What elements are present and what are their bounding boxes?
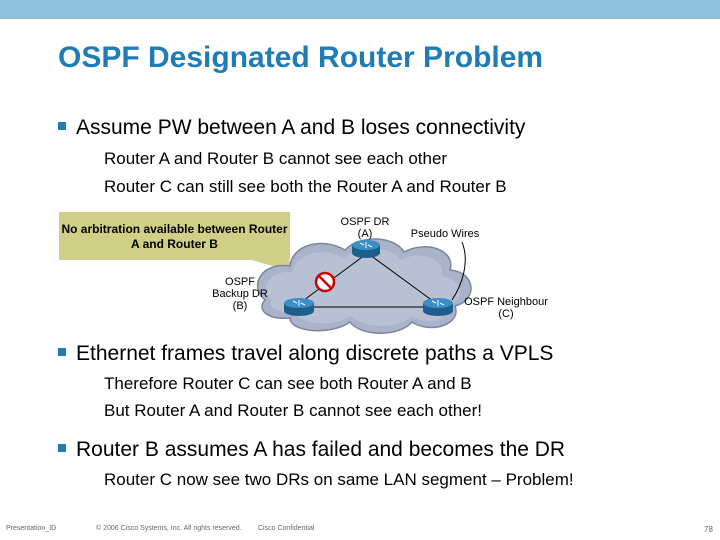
footer-copyright: © 2006 Cisco Systems, Inc. All rights re… [96, 525, 242, 532]
router-a-icon [352, 240, 380, 258]
router-b-label: OSPF Backup DR (B) [212, 276, 268, 312]
bullet-3: Router B assumes A has failed and become… [58, 438, 565, 462]
pseudo-wire-a-c [369, 254, 438, 305]
footer-page-number: 78 [704, 525, 713, 534]
router-c-icon [423, 298, 453, 316]
footer: Presentation_ID © 2006 Cisco Systems, In… [0, 519, 720, 540]
router-a-label: OSPF DR (A) [340, 216, 390, 240]
bullet-2: Ethernet frames travel along discrete pa… [58, 342, 553, 366]
bullet-1: Assume PW between A and B loses connecti… [58, 116, 525, 140]
bullet-3-sub-1: Router C now see two DRs on same LAN seg… [104, 470, 574, 489]
footer-confidential: Cisco Confidential [258, 525, 315, 532]
arbitration-callout: No arbitration available between Router … [59, 212, 290, 260]
bullet-1-sub-2: Router C can still see both the Router A… [104, 177, 507, 196]
pseudo-wires-pointer [451, 241, 466, 301]
pseudo-wires-label: Pseudo Wires [410, 228, 480, 240]
bullet-marker [58, 444, 66, 453]
bullet-marker [58, 122, 66, 131]
bullet-2-text: Ethernet frames travel along discrete pa… [76, 342, 554, 365]
network-diagram [245, 238, 472, 334]
bullet-2-sub-2: But Router A and Router B cannot see eac… [104, 401, 483, 420]
bullet-1-sub-1: Router A and Router B cannot see each ot… [104, 149, 448, 168]
router-b-icon [284, 298, 314, 316]
no-connectivity-icon [314, 271, 336, 293]
bullet-3-text: Router B assumes A has failed and become… [76, 438, 566, 461]
footer-presentation-id: Presentation_ID [6, 525, 57, 532]
bullet-1-text: Assume PW between A and B loses connecti… [76, 116, 526, 139]
top-bar [0, 0, 720, 19]
slide-title: OSPF Designated Router Problem [58, 41, 544, 74]
bullet-marker [58, 348, 66, 357]
router-c-label: OSPF Neighbour (C) [464, 296, 548, 320]
bullet-2-sub-1: Therefore Router C can see both Router A… [104, 374, 472, 393]
